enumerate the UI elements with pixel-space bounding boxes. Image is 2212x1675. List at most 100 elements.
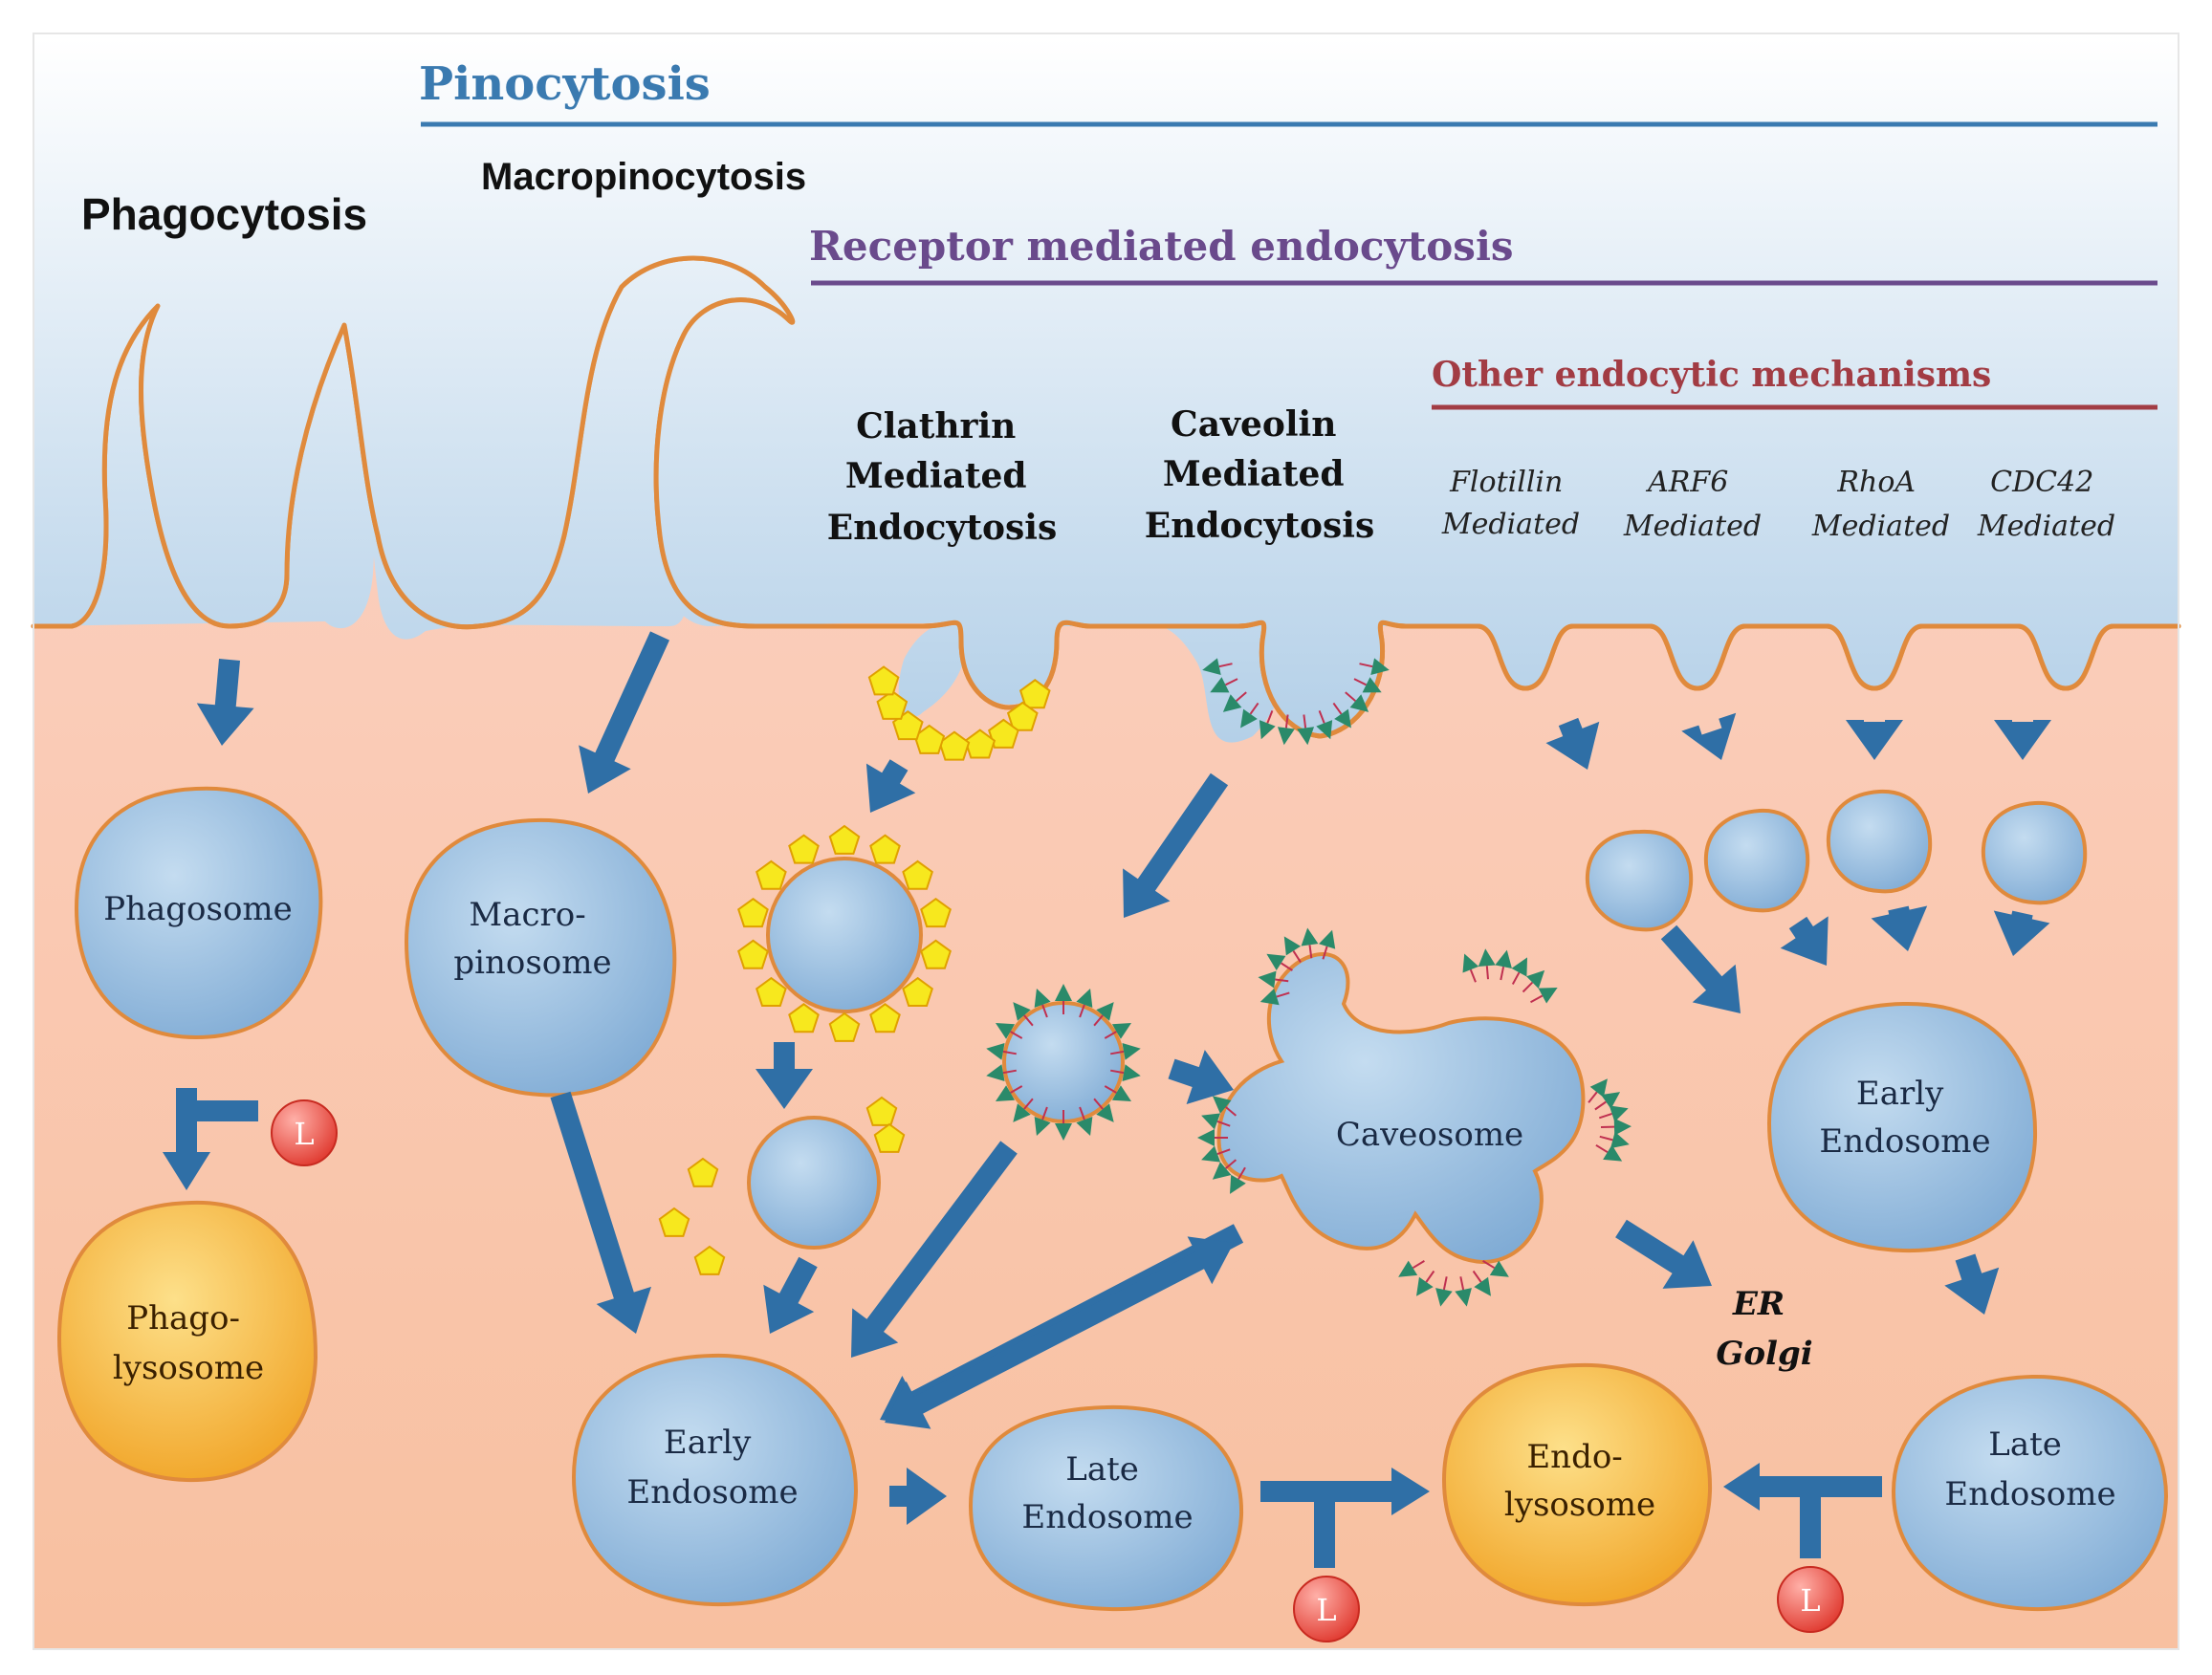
clathrin-coated-pit [867,665,1051,761]
clathrin-unit [964,729,996,759]
caveolin-unit [1212,1096,1232,1114]
released-clathrin [658,1096,906,1275]
caveolin-unit [1609,1105,1629,1122]
clathrin-unit [865,1096,898,1126]
arrow-9 [851,1141,1018,1358]
caveosome-coat [1197,927,1632,1307]
caveolin-unit [986,1064,1005,1081]
caveolin-unit [1259,720,1276,740]
arrow-22 [889,1468,947,1525]
caveolin-unit [1277,727,1295,746]
inhibition-phagolysosome: L [163,1088,338,1190]
caveolin-unit [1076,1117,1093,1137]
caveolin-vesicle-coat [986,984,1141,1141]
phagosome: Phagosome [74,786,323,1040]
clathrin-unit [920,939,952,969]
caveolin-unit [1076,988,1093,1008]
cdc42-vesicle [1981,800,2088,905]
macropinocytosis-title: Macropinocytosis [481,156,806,198]
phagosome-label: Phagosome [103,890,293,928]
caveolin-unit [1349,694,1369,712]
caveolin-unit [1111,1023,1132,1039]
svg-text:L: L [1316,1592,1336,1628]
caveolin-coated-vesicle [1002,1001,1125,1123]
caveolin-unit [1316,720,1333,740]
phagolysosome-label: Phago- lysosome [113,1299,264,1387]
caveolin-unit [1462,953,1479,973]
rhoa-label: RhoA Mediated [1811,466,1950,543]
arrow-14 [1846,720,1903,760]
clathrin-label: Clathrin Mediated Endocytosis [827,406,1058,548]
arrow-20 [1615,1219,1712,1289]
arrow-8 [763,1256,818,1334]
caveolin-unit [1297,727,1315,746]
arrow-18 [1871,905,1928,951]
clathrin-unit [737,939,769,969]
clathrin-unit [687,1157,719,1187]
svg-text:L: L [294,1116,314,1152]
early-endosome-left-label: Early Endosome [626,1424,798,1512]
caveolin-unit [1197,1129,1215,1146]
uncoated-vesicle [747,1116,881,1250]
caveolin-unit [1096,1002,1114,1021]
caveolin-unit [1362,677,1382,693]
clathrin-unit [869,834,901,864]
caveolin-unit [1301,927,1319,946]
caveolin-unit [1122,1043,1141,1060]
caveolin-unit [995,1023,1016,1039]
caveolin-unit [1111,1085,1132,1101]
clathrin-unit [828,824,861,855]
caveolin-unit [1055,984,1072,1001]
caveolin-unit [1034,1117,1051,1137]
caveolin-label: Caveolin Mediated Endocytosis [1145,404,1375,546]
caveolin-unit [1526,969,1545,989]
early-endosome-left: Early Endosome [571,1353,859,1607]
arf6-label: ARF6 Mediated [1623,466,1762,543]
caveolin-unit [1613,1118,1632,1136]
caveolin-unit [1319,929,1336,949]
caveolin-unit [1013,1103,1031,1122]
caveolin-unit [1034,988,1051,1008]
caveolin-unit [1240,708,1258,729]
caveolin-unit [995,1085,1016,1101]
receptor-mediated-title: Receptor mediated endocytosis [809,223,1514,270]
caveolin-unit [1489,1260,1509,1277]
other-mechanisms-title: Other endocytic mechanisms [1432,355,1991,395]
caveolin-unit [1589,1078,1608,1098]
caveolin-unit [1222,694,1242,712]
caveolin-unit [1266,953,1286,971]
clathrin-unit [869,1003,901,1033]
arrow-13 [1681,712,1737,760]
caveolin-unit [1435,1288,1453,1307]
caveolin-unit [1283,936,1302,956]
clathrin-unit [1018,679,1051,709]
caveolin-unit [1601,1092,1621,1109]
arrow-4 [756,1042,813,1109]
arf6-vesicle [1703,808,1810,913]
clathrin-unit [876,689,909,720]
clathrin-unit [658,1207,690,1237]
caveolin-unit [1511,957,1528,977]
caveolin-unit [1603,1144,1623,1162]
arrow-19 [1993,910,2050,956]
caveolin-unit [1096,1103,1114,1122]
late-endosome-mid-label: Late Endosome [1021,1450,1193,1536]
clathrin-unit [737,897,769,928]
caveolin-unit [1202,658,1221,675]
svg-text:L: L [1800,1582,1820,1619]
inhibition-endolysosome-right: L [1723,1463,1882,1633]
clathrin-unit [693,1245,726,1275]
flotillin-vesicle [1585,829,1694,932]
clathrin-unit [1006,701,1039,731]
arrow-16 [1660,925,1741,1013]
late-endosome-right-label: Late Endosome [1944,1425,2115,1513]
inhibitor-l-2 [1293,1576,1360,1642]
caveolin-unit [1201,1113,1221,1130]
arrow-5 [1123,772,1229,918]
clathrin-unit [988,718,1019,749]
early-endosome-right: Early Endosome [1766,1001,2038,1253]
clathrin-unit [867,665,900,696]
inhibitor-l-1 [271,1099,338,1166]
caveolin-unit [1258,970,1277,989]
